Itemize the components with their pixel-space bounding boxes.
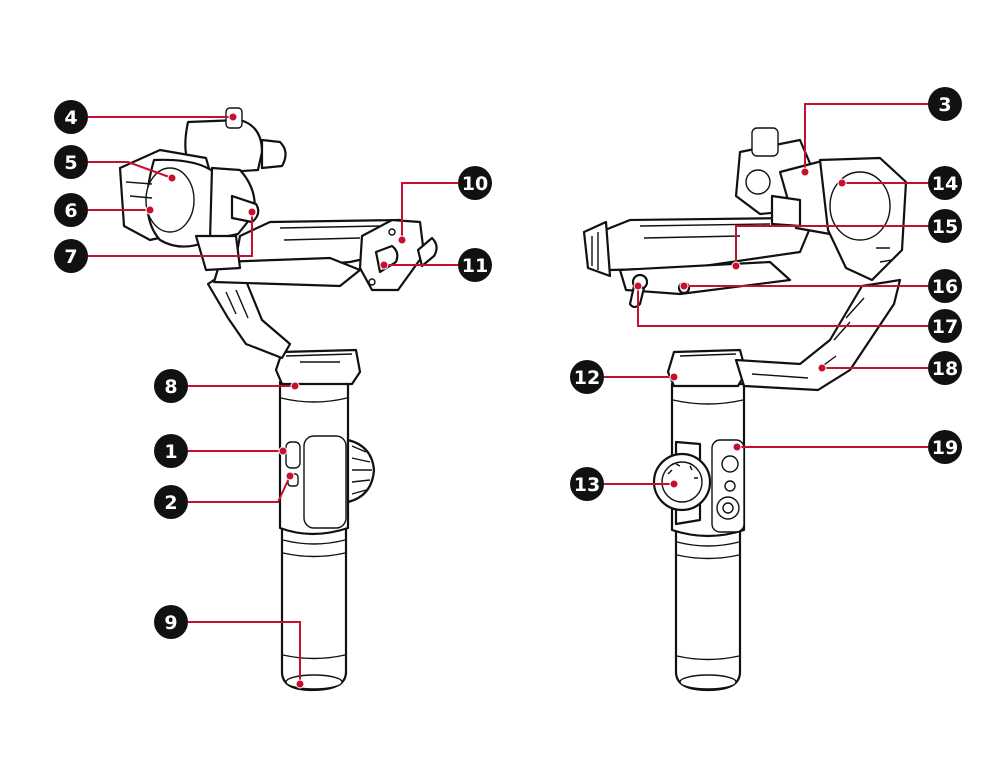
callout-9-label: 9 [164,612,177,634]
rear-base-mount [666,348,748,388]
callout-5: 5 [54,145,177,183]
callout-2-label: 2 [164,492,177,514]
callout-17: 17 [633,281,962,343]
callout-group: 1 2 3 4 5 6 [54,87,962,689]
callout-2: 2 [154,471,295,519]
callout-18-label: 18 [932,358,958,380]
callout-7: 7 [54,207,257,273]
callout-17-label: 17 [932,316,958,338]
callout-4: 4 [54,100,238,134]
rear-motors [734,127,908,282]
callout-12-label: 12 [574,367,600,389]
callout-14: 14 [837,166,962,200]
callout-15-label: 15 [932,216,958,238]
front-arm [206,274,292,360]
callout-1-label: 1 [164,441,177,463]
callout-7-label: 7 [64,246,77,268]
callout-6: 6 [54,193,155,227]
callout-16: 16 [679,269,962,303]
callout-14-label: 14 [932,173,958,195]
callout-19: 19 [732,430,962,464]
callout-18: 18 [817,351,962,385]
callout-1: 1 [154,434,288,468]
front-base-mount [274,348,362,386]
callout-19-label: 19 [932,437,958,459]
callout-16-label: 16 [932,276,958,298]
front-motors [118,107,287,272]
callout-8-label: 8 [164,376,177,398]
rear-handle [652,382,746,692]
callout-11-label: 11 [462,255,488,277]
callout-3-label: 3 [938,94,951,116]
callout-10-label: 10 [462,173,488,195]
front-camera-plate [212,218,438,292]
rear-view-gimbal [582,127,908,692]
callout-12: 12 [570,360,679,394]
callout-9: 9 [154,605,305,689]
callout-5-label: 5 [64,152,77,174]
callout-4-label: 4 [64,107,77,129]
callout-8: 8 [154,369,300,403]
callout-3: 3 [800,87,962,177]
front-handle [278,380,376,692]
callout-13: 13 [570,467,679,501]
rear-camera-plate [582,216,812,309]
rear-arm [734,278,902,392]
callout-15: 15 [731,209,962,271]
callout-10: 10 [397,166,492,245]
callout-11: 11 [379,248,492,282]
callout-6-label: 6 [64,200,77,222]
callout-13-label: 13 [574,474,600,496]
front-view-gimbal [118,107,438,692]
